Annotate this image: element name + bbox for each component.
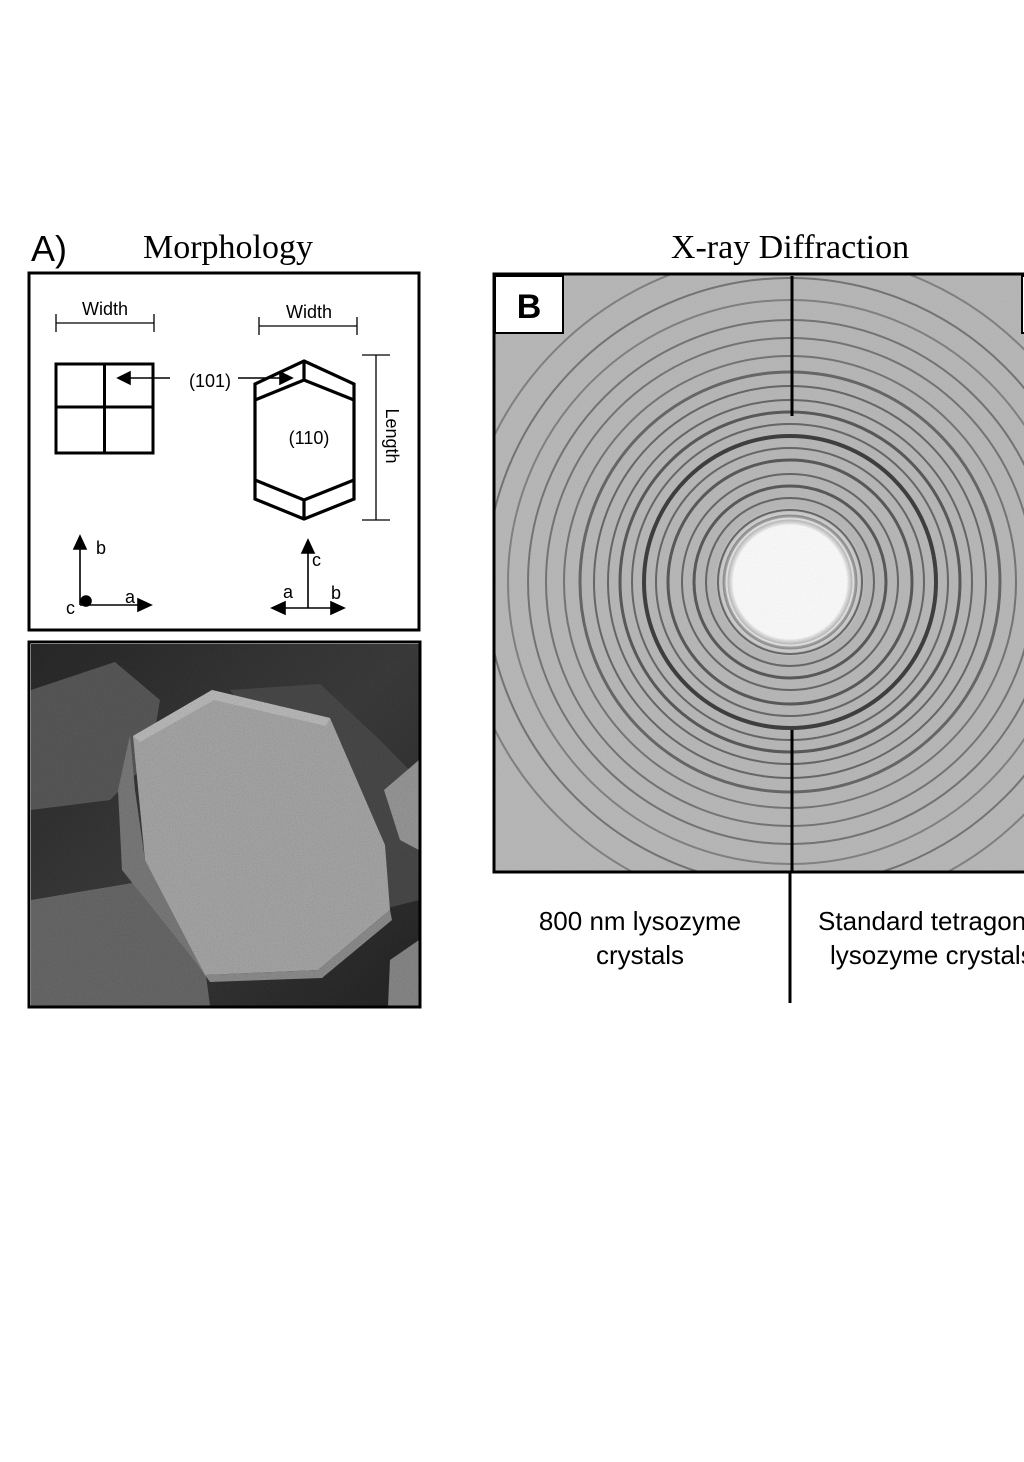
length-label: Length bbox=[382, 408, 402, 463]
morphology-schematic: Width (101) Width bbox=[27, 271, 421, 632]
diffraction-ring bbox=[666, 458, 914, 706]
axis-c-side-view: c bbox=[312, 550, 321, 570]
face-110-label: (110) bbox=[289, 428, 330, 448]
diffraction-ring bbox=[681, 473, 899, 691]
diffraction-ring bbox=[705, 497, 875, 667]
diffraction-ring bbox=[642, 434, 938, 730]
left-caption-line1: 800 nm lysozyme bbox=[539, 906, 741, 936]
right-caption-line1: Standard tetragonal bbox=[818, 906, 1024, 936]
diffraction-ring bbox=[692, 484, 888, 680]
length-scale bbox=[362, 354, 390, 521]
top-view-width-label: Width bbox=[82, 299, 128, 319]
diffraction-ring bbox=[618, 410, 962, 754]
axis-b-top-view: b bbox=[96, 538, 106, 558]
crystal-side-view bbox=[253, 359, 356, 521]
face-101-arrows bbox=[116, 370, 294, 386]
axes-top-view bbox=[72, 534, 153, 613]
diffraction-ring bbox=[578, 370, 1002, 794]
crystal-top-view bbox=[54, 362, 155, 455]
panel-a-letter: A) bbox=[31, 228, 67, 269]
axis-a-top-view: a bbox=[125, 587, 136, 607]
axes-side-view bbox=[270, 538, 346, 616]
panel-b-letter: B bbox=[517, 288, 542, 326]
diffraction-ring bbox=[527, 319, 1024, 845]
top-view-width-scale bbox=[55, 314, 155, 332]
panel-b-title: X-ray Diffraction bbox=[671, 229, 909, 266]
xray-diffraction-image: B bbox=[492, 272, 1024, 874]
diffraction-ring bbox=[631, 423, 949, 741]
diffraction-ring bbox=[507, 299, 1024, 865]
panel-a-title: Morphology bbox=[143, 229, 313, 266]
diffraction-ring bbox=[593, 385, 987, 779]
axis-a-side-view: a bbox=[283, 582, 294, 602]
face-101-label: (101) bbox=[189, 371, 231, 391]
right-caption-line2: lysozyme crystals bbox=[830, 940, 1024, 970]
axis-c-top-view: c bbox=[66, 598, 75, 618]
diffraction-ring bbox=[563, 355, 1017, 809]
axis-b-side-view: b bbox=[331, 583, 341, 603]
side-view-width-label: Width bbox=[286, 302, 332, 322]
diffraction-ring bbox=[495, 277, 1024, 872]
sem-micrograph bbox=[27, 640, 422, 1009]
diffraction-ring bbox=[655, 447, 925, 717]
left-caption-line2: crystals bbox=[596, 940, 684, 970]
diffraction-ring bbox=[607, 399, 973, 765]
side-view-width-scale bbox=[258, 317, 358, 335]
diffraction-ring bbox=[545, 337, 1024, 827]
